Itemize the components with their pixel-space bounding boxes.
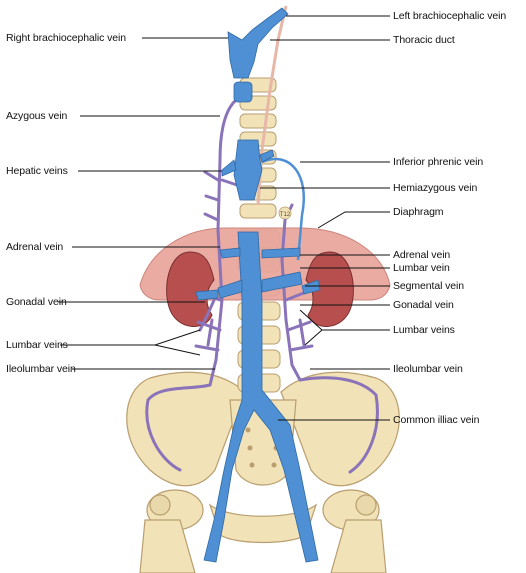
- label-adrenal-vein-right-side: Adrenal vein: [393, 249, 450, 261]
- label-lumbar-veins-right-side: Lumbar veins: [393, 324, 455, 336]
- label-iliolumbar-vein-right-side: Ileolumbar vein: [393, 363, 463, 375]
- label-thoracic-duct: Thoracic duct: [393, 34, 455, 46]
- label-adrenal-vein-left-side: Adrenal vein: [6, 241, 63, 253]
- label-azygous-vein: Azygous vein: [6, 110, 67, 122]
- vertebra-marker-text: T12: [280, 212, 291, 218]
- label-hepatic-veins: Hepatic veins: [6, 165, 68, 177]
- label-right-brachiocephalic-vein: Right brachiocephalic vein: [6, 32, 126, 44]
- label-left-brachiocephalic-vein: Left brachiocephalic vein: [393, 10, 506, 22]
- label-gonadal-vein-left-side: Gonadal vein: [6, 296, 67, 308]
- label-lumbar-veins-left-side: Lumbar veins: [6, 339, 68, 351]
- label-iliolumbar-vein-left-side: Ileolumbar vein: [6, 363, 76, 375]
- label-diaphragm: Diaphragm: [393, 206, 443, 218]
- label-inferior-phrenic-vein: Inferior phrenic vein: [393, 156, 483, 168]
- label-lumbar-vein: Lumbar vein: [393, 262, 450, 274]
- label-segmental-vein: Segmental vein: [393, 280, 464, 292]
- leader-lines: [58, 16, 390, 420]
- label-hemiazygous-vein: Hemiazygous vein: [393, 182, 477, 194]
- label-gonadal-vein-right-side: Gonadal vein: [393, 299, 454, 311]
- label-common-iliac-vein: Common illiac vein: [393, 414, 479, 426]
